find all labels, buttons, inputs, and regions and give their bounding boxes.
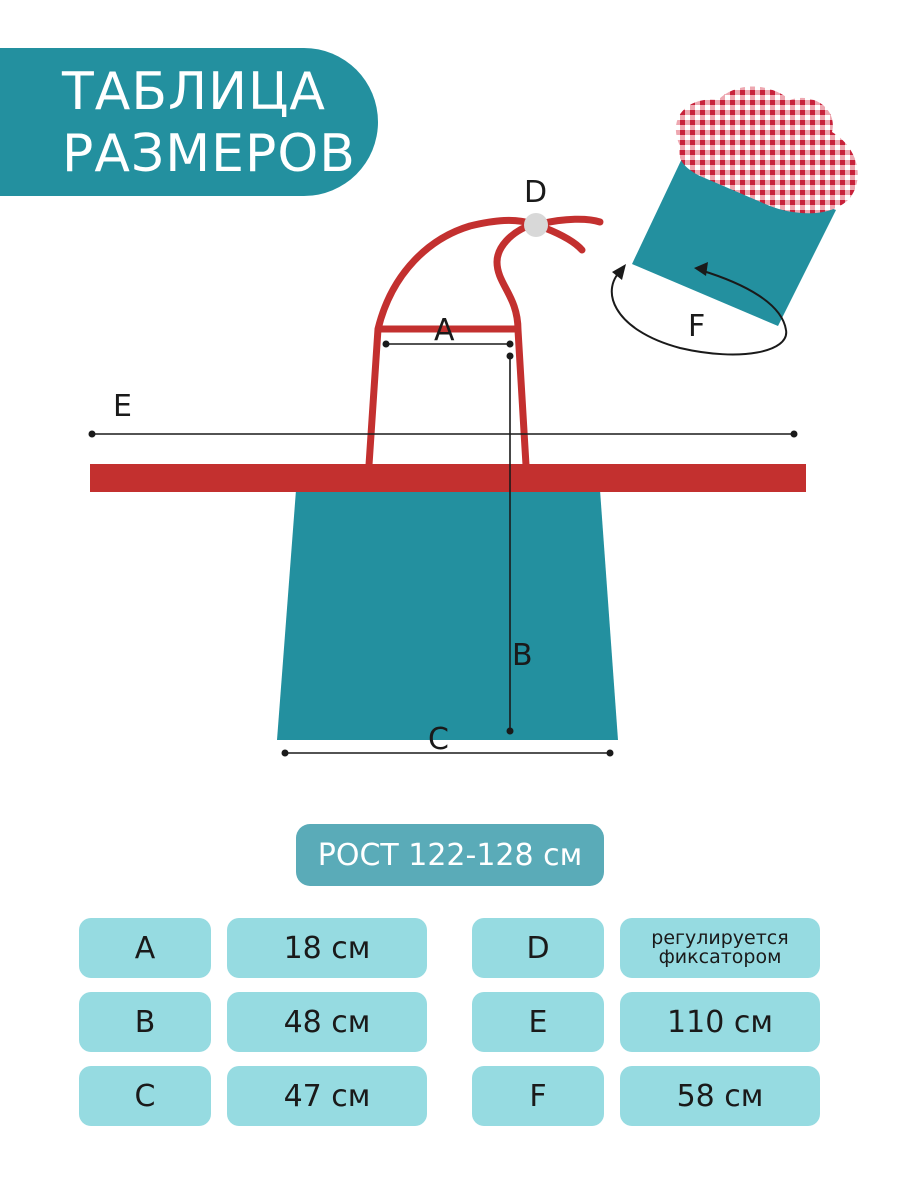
height-badge: РОСТ 122-128 см: [296, 824, 604, 886]
measure-e-end-dot: [790, 430, 798, 438]
apron-body: [277, 490, 618, 740]
measure-b-end-dot: [506, 727, 514, 735]
size-key-d: D: [472, 918, 604, 978]
measure-e-start-dot: [88, 430, 96, 438]
measure-b-start-dot: [506, 352, 514, 360]
chef-hat: [610, 86, 858, 356]
size-value-d: регулируется фиксатором: [620, 918, 820, 978]
title-line-1: ТАБЛИЦА: [62, 62, 326, 122]
hat-top: [675, 86, 858, 214]
size-value-f: 58 см: [620, 1066, 820, 1126]
apron-bib: [365, 216, 537, 469]
label-a: A: [434, 313, 455, 348]
neck-strap-tail: [536, 215, 604, 254]
apron-diagram: A B C D E F: [88, 86, 858, 757]
waist-belt: [90, 464, 806, 492]
size-key-e: E: [472, 992, 604, 1052]
title-line-2: РАЗМЕРОВ: [62, 124, 356, 184]
label-f: F: [688, 309, 705, 344]
label-d: D: [524, 175, 547, 210]
title-banner: ТАБЛИЦА РАЗМЕРОВ: [0, 48, 378, 196]
size-value-a: 18 см: [227, 918, 427, 978]
arrowhead-right: [694, 262, 708, 276]
fastener: [524, 213, 548, 237]
size-value-c: 47 см: [227, 1066, 427, 1126]
label-e: E: [113, 389, 132, 424]
arrowhead-left: [612, 264, 626, 280]
size-key-f: F: [472, 1066, 604, 1126]
size-value-e: 110 см: [620, 992, 820, 1052]
size-key-c: C: [79, 1066, 211, 1126]
size-value-b: 48 см: [227, 992, 427, 1052]
hat-circumference-arrow: [610, 267, 788, 356]
measure-a-start-dot: [382, 340, 390, 348]
measure-c-end-dot: [606, 749, 614, 757]
measure-a-end-dot: [506, 340, 514, 348]
size-key-a: A: [79, 918, 211, 978]
label-c: C: [428, 722, 449, 757]
label-b: B: [512, 638, 533, 673]
measure-c-start-dot: [281, 749, 289, 757]
size-key-b: B: [79, 992, 211, 1052]
